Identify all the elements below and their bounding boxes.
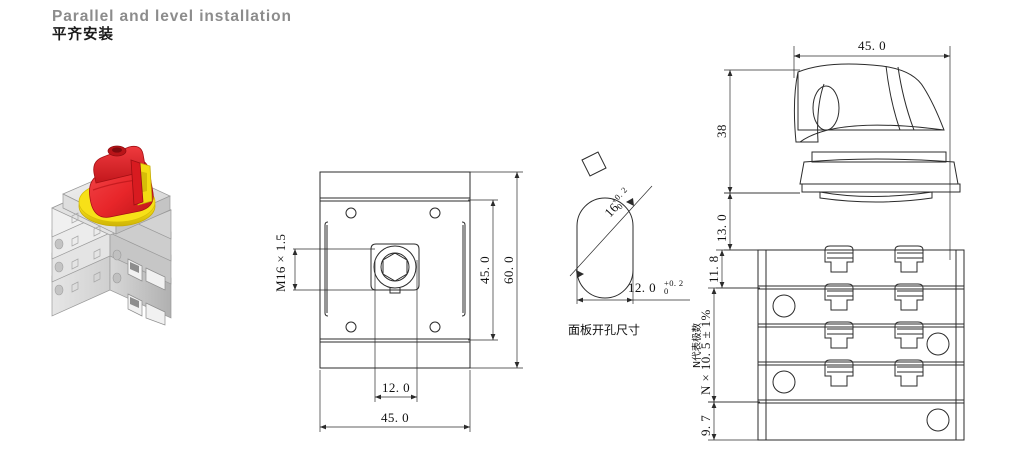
- dimension-rear-module-label: 9. 7: [698, 415, 713, 436]
- product-photo: [38, 138, 208, 353]
- svg-text:+0. 2: +0. 2: [664, 278, 684, 288]
- front-panel-mounting-view: M16 × 1.5 45. 0 60. 0 12. 0 45. 0: [255, 150, 545, 450]
- page-title-chinese: 平齐安装: [52, 27, 114, 43]
- square-shaft-symbol: [581, 151, 607, 177]
- dimension-shaft-width-label: 12. 0: [382, 380, 410, 395]
- dimension-thread-label: M16 × 1.5: [273, 234, 288, 292]
- dimension-pole-pitch-label: N × 10. 5 ± 1%: [698, 309, 713, 395]
- contact-block-stack: [757, 245, 965, 441]
- page-header: Parallel and level installation 平齐安装: [52, 8, 292, 44]
- panel-cutout-detail: 16 +0. 2 0 12. 0 +0. 2 0 面板开孔尺寸: [540, 148, 730, 378]
- handle-outline: [793, 63, 961, 203]
- dimension-overall-width-label: 45. 0: [381, 410, 409, 425]
- dimension-depth-label: 45. 0: [858, 38, 886, 53]
- pole-count-note: N代表极数: [691, 322, 703, 368]
- dimension-front-module-label: 11. 8: [706, 255, 721, 283]
- dimension-collar-label: 13. 0: [714, 214, 729, 242]
- cutout-caption: 面板开孔尺寸: [568, 323, 640, 337]
- dimension-flat-width-label: 12. 0 +0. 2 0: [628, 278, 684, 296]
- page-title-english: Parallel and level installation: [52, 8, 292, 25]
- handle-red-knob: [89, 145, 154, 218]
- svg-text:12. 0: 12. 0: [628, 280, 656, 295]
- svg-text:0: 0: [614, 201, 624, 211]
- dimension-handle-height-label: 38: [714, 124, 729, 138]
- svg-text:0: 0: [664, 286, 669, 296]
- side-elevation-view: 45. 0 38 13. 0 11. 8 N × 10. 5 ± 1%: [690, 30, 1010, 460]
- dimension-inner-height-label: 45. 0: [477, 256, 492, 284]
- dimension-outer-height-label: 60. 0: [501, 256, 516, 284]
